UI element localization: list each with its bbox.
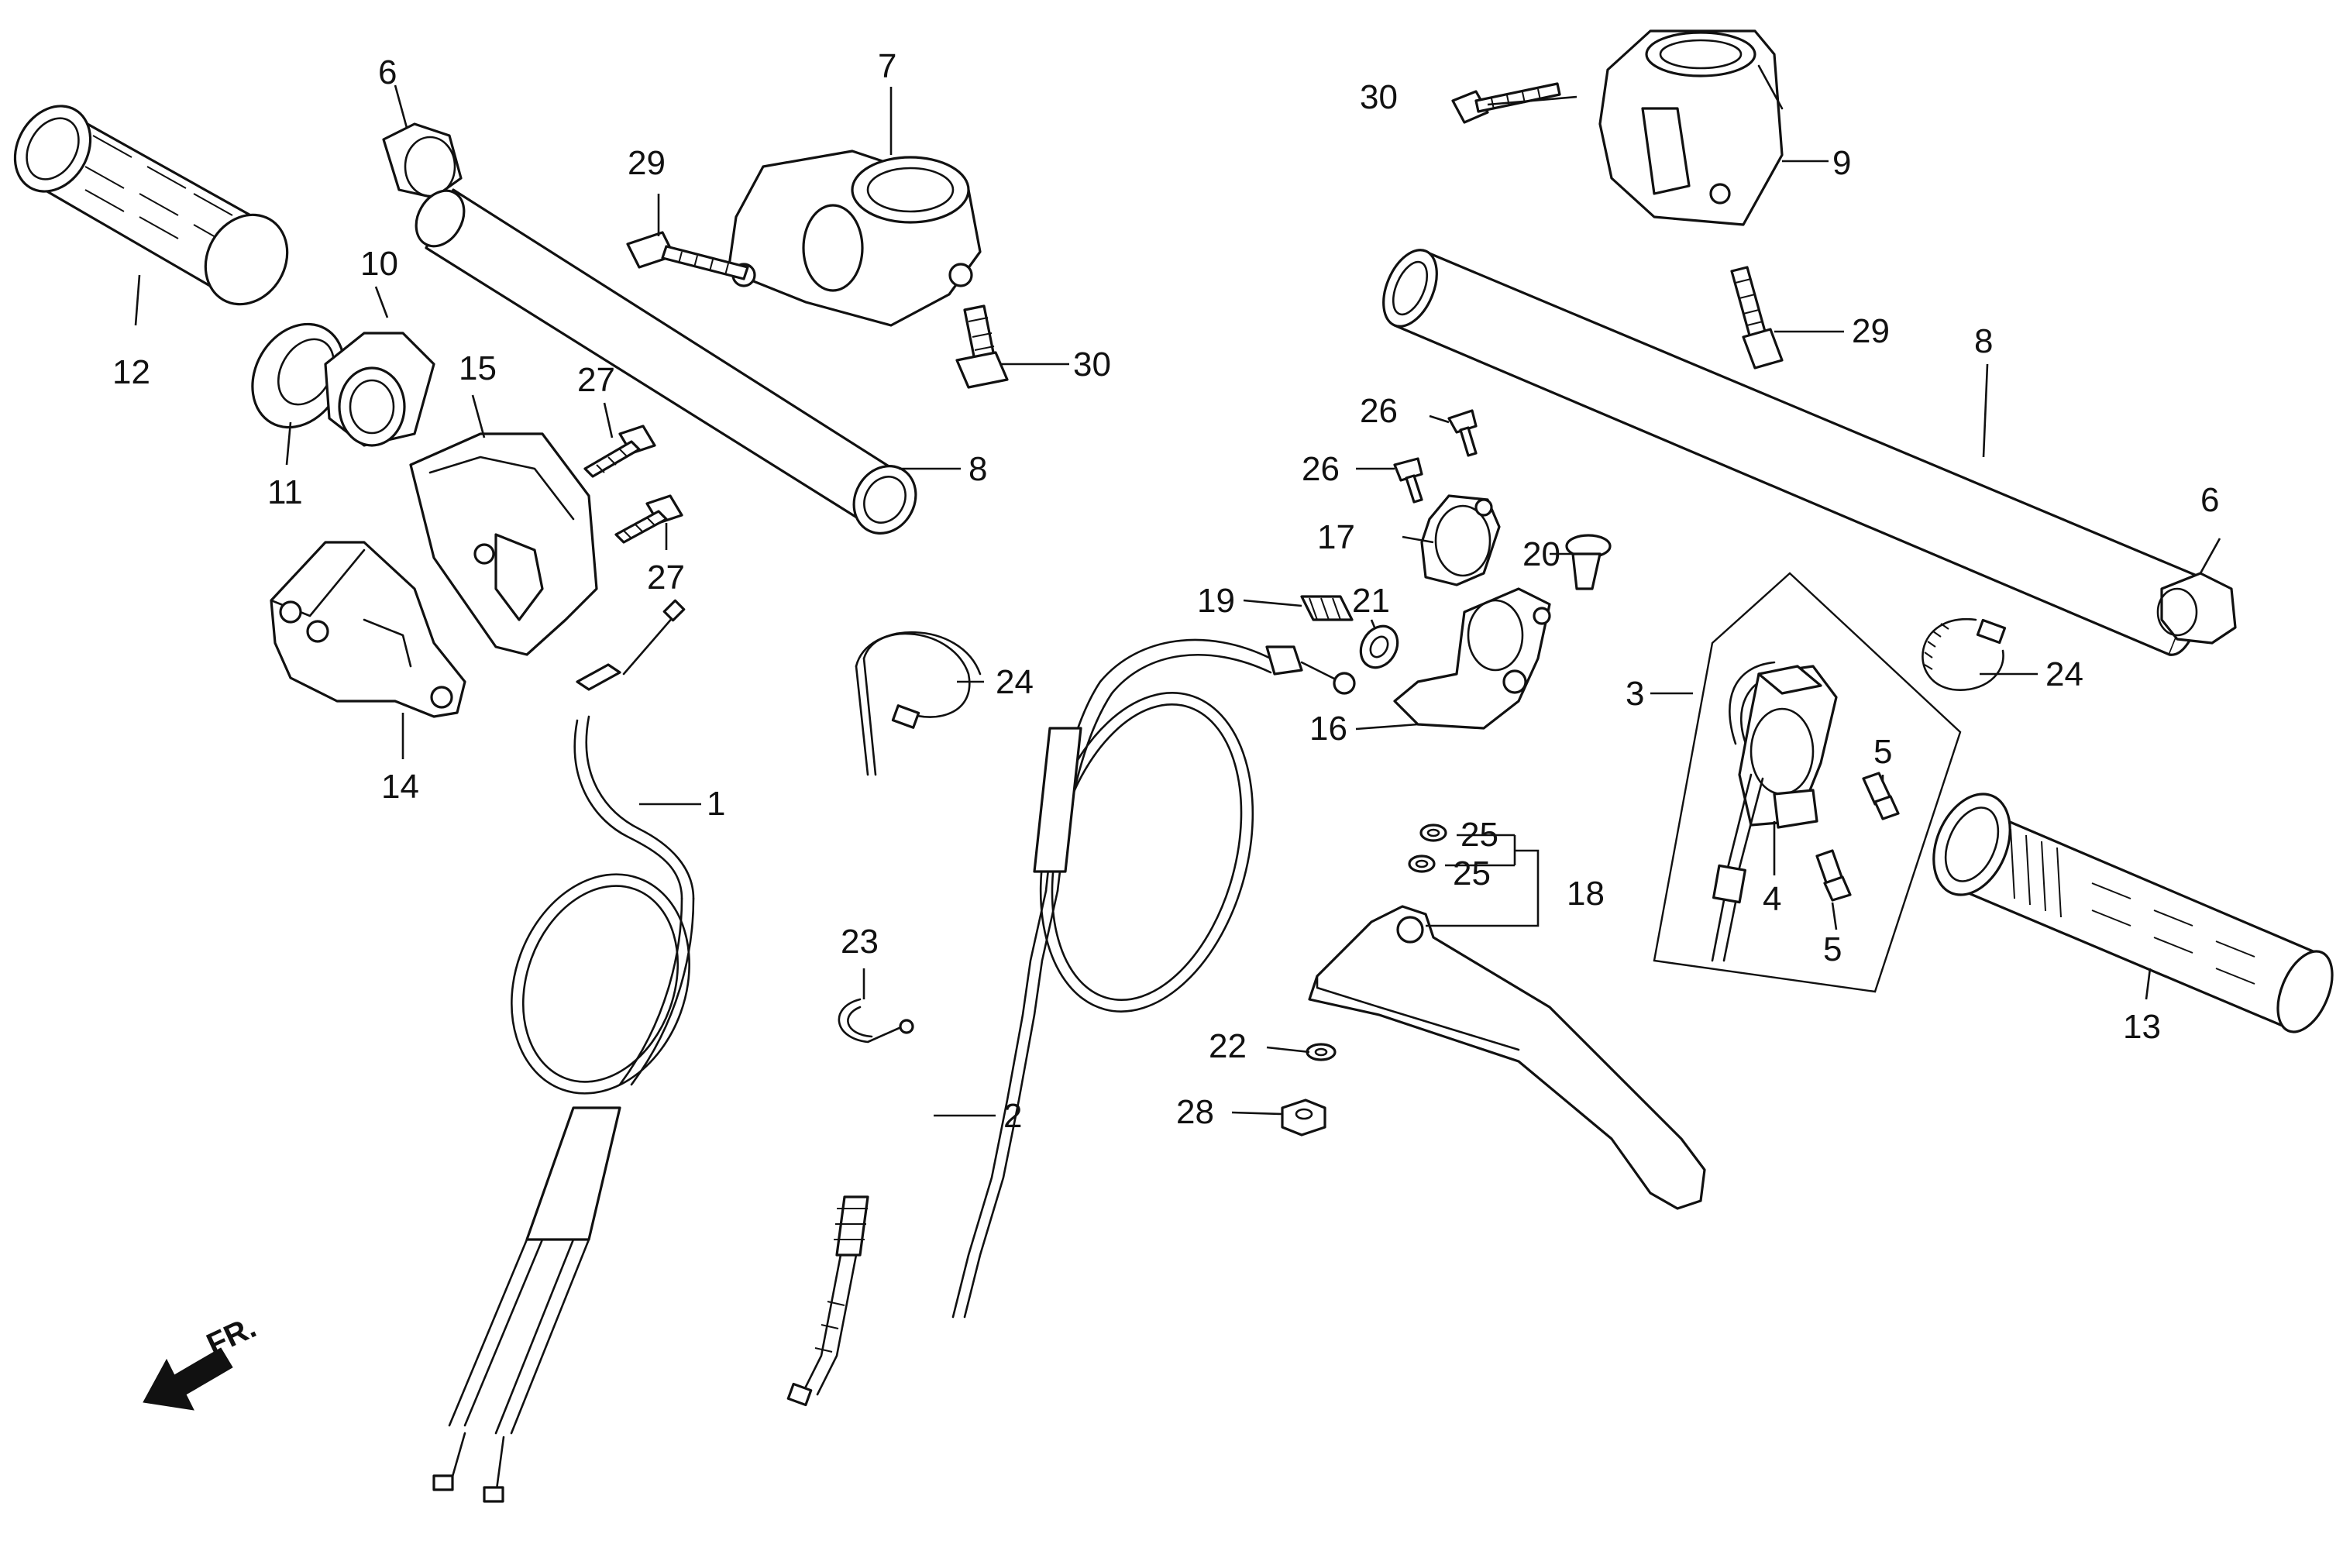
handlebar-holder-left bbox=[727, 150, 982, 327]
callout-1: 1 bbox=[707, 785, 725, 823]
lever-holder-clamp bbox=[1420, 494, 1501, 586]
callout-28: 28 bbox=[1176, 1093, 1214, 1131]
callout-25-lower: 25 bbox=[1453, 854, 1491, 892]
callout-2: 2 bbox=[1003, 1097, 1022, 1135]
cable-band-right bbox=[1922, 617, 2007, 691]
callout-11: 11 bbox=[267, 473, 303, 511]
throttle-housing-lower bbox=[270, 541, 466, 718]
callout-26-upper: 26 bbox=[1360, 392, 1398, 430]
bolt-29-right bbox=[1730, 266, 1784, 370]
callout-20: 20 bbox=[1522, 535, 1560, 573]
callout-22: 22 bbox=[1209, 1027, 1247, 1065]
callout-5-lower: 5 bbox=[1823, 930, 1842, 968]
throttle-pipe bbox=[324, 332, 435, 447]
callout-12: 12 bbox=[112, 353, 150, 391]
callout-7: 7 bbox=[878, 47, 896, 85]
switch-screw-lower bbox=[1815, 849, 1852, 902]
callout-6-left: 6 bbox=[378, 53, 397, 91]
callout-4: 4 bbox=[1763, 880, 1781, 918]
callout-29-left: 29 bbox=[628, 144, 666, 182]
lever-washer-upper bbox=[1419, 824, 1447, 842]
callout-8-right: 8 bbox=[1974, 322, 1993, 360]
callout-8-left: 8 bbox=[969, 450, 987, 488]
cable-band-left bbox=[855, 631, 982, 776]
callout-numbers: 6 7 29 30 10 12 11 15 27 27 8 14 1 24 23… bbox=[112, 47, 2219, 1135]
front-direction-marker: FR. bbox=[143, 1310, 261, 1411]
pivot-washer bbox=[1306, 1043, 1337, 1061]
clutch-lever bbox=[1308, 905, 1706, 1210]
callout-30-right: 30 bbox=[1360, 78, 1398, 116]
callout-15: 15 bbox=[459, 349, 497, 387]
callout-21: 21 bbox=[1352, 582, 1390, 620]
callout-3: 3 bbox=[1626, 675, 1644, 713]
bolt-29-left bbox=[626, 231, 749, 280]
callout-24-right: 24 bbox=[2045, 655, 2083, 693]
pivot-nut bbox=[1281, 1099, 1326, 1136]
front-direction-arrow-icon bbox=[143, 1347, 233, 1411]
lever-washer-lower bbox=[1408, 854, 1436, 873]
cable-adjuster bbox=[1300, 595, 1354, 621]
adjuster-locknut bbox=[1359, 624, 1399, 669]
callout-16: 16 bbox=[1309, 710, 1347, 748]
callout-9: 9 bbox=[1832, 144, 1851, 182]
callout-6-right: 6 bbox=[2200, 481, 2219, 519]
handlebar-tube-right bbox=[1382, 249, 2204, 656]
bar-end-collar-right bbox=[2156, 572, 2237, 645]
callout-27-lower: 27 bbox=[647, 559, 685, 597]
screw-26-lower bbox=[1393, 457, 1423, 504]
throttle-washer bbox=[251, 322, 346, 429]
callout-30-left: 30 bbox=[1073, 346, 1111, 383]
switch-screw-upper bbox=[1862, 772, 1900, 820]
callout-27-upper: 27 bbox=[577, 361, 615, 399]
leader-lines bbox=[134, 84, 2221, 1117]
screw-27-upper bbox=[583, 425, 656, 478]
switch-assembly-outline bbox=[1653, 572, 1962, 993]
left-grip bbox=[13, 105, 289, 306]
clutch-lever-bracket bbox=[1393, 587, 1551, 730]
callout-24-left: 24 bbox=[996, 663, 1034, 701]
lever-pivot-bolt bbox=[1565, 534, 1612, 590]
right-grip bbox=[1932, 793, 2334, 1033]
cable-clip bbox=[838, 998, 914, 1044]
callout-5-upper: 5 bbox=[1873, 733, 1892, 771]
handlebar-holder-right bbox=[1598, 29, 1784, 226]
callout-14: 14 bbox=[381, 768, 419, 806]
bar-end-collar-left bbox=[382, 122, 463, 199]
callout-26-lower: 26 bbox=[1302, 450, 1340, 488]
callout-23: 23 bbox=[841, 923, 879, 961]
callout-29-right: 29 bbox=[1852, 312, 1890, 350]
callout-25-upper: 25 bbox=[1461, 816, 1498, 854]
throttle-cable bbox=[432, 599, 695, 1503]
clutch-cable bbox=[786, 638, 1356, 1407]
throttle-housing-upper bbox=[409, 432, 598, 656]
callout-17: 17 bbox=[1317, 518, 1355, 556]
screw-27-lower bbox=[614, 494, 683, 544]
clutch-switch bbox=[1711, 661, 1838, 962]
callout-13: 13 bbox=[2123, 1008, 2161, 1046]
callout-19: 19 bbox=[1197, 582, 1235, 620]
callout-18: 18 bbox=[1567, 875, 1605, 913]
callout-10: 10 bbox=[360, 245, 398, 283]
screw-26-upper bbox=[1447, 409, 1478, 457]
bolt-30-left bbox=[955, 304, 1009, 389]
